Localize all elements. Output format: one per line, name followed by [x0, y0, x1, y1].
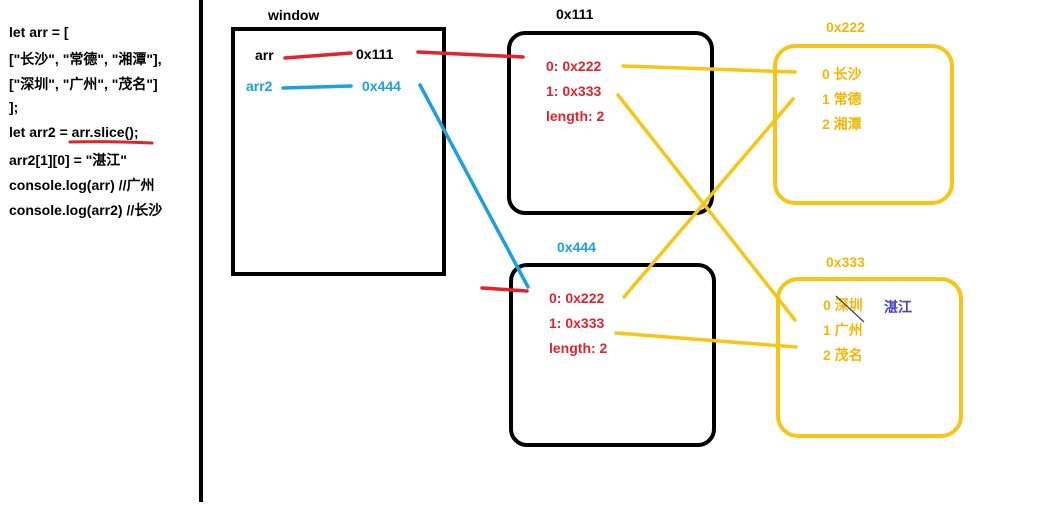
arr2-to-obj-444-line [418, 83, 530, 289]
code-line: let arr = [ [9, 24, 69, 40]
obj-444-address: 0x444 [557, 239, 596, 255]
obj-222-box [773, 44, 954, 205]
code-line: ]; [9, 99, 19, 115]
replacement-annotation: 湛江 [884, 299, 912, 315]
obj-222-item: 0 长沙 [822, 66, 862, 82]
arr-to-obj-111-line [416, 50, 525, 59]
code-line: console.log(arr2) //长沙 [9, 202, 163, 218]
code-line: console.log(arr) //广州 [9, 177, 155, 193]
obj-333-item: 1 广州 [823, 322, 863, 338]
obj-333-box [776, 277, 963, 438]
arr2-pointer-line [281, 84, 353, 90]
divider-line [199, 0, 203, 502]
code-line: ["长沙", "常德", "湘潭"], [9, 51, 162, 67]
obj-444-item: 0: 0x222 [549, 290, 605, 306]
arr-value: 0x111 [356, 46, 394, 62]
arr2-label: arr2 [246, 78, 273, 94]
obj-111-to-obj-222-line [621, 64, 797, 74]
obj-111-to-obj-333-line [616, 93, 797, 322]
obj-444-to-obj-333-line [614, 331, 798, 349]
obj-444-to-obj-222-line [622, 97, 795, 299]
obj-333-item: 2 茂名 [823, 347, 863, 363]
obj-111-item: 1: 0x333 [546, 83, 602, 99]
obj-444-box [509, 263, 716, 447]
code-line: let arr2 = arr.slice(); [9, 124, 139, 140]
obj-111-box [507, 31, 714, 215]
arr-pointer-line [283, 51, 353, 60]
obj-444-item: length: 2 [549, 340, 608, 356]
window-title: window [268, 7, 320, 23]
obj-222-item: 2 湘潭 [822, 116, 862, 132]
obj-333-item-struck: 0 深圳 [823, 297, 863, 313]
obj-111-item: length: 2 [546, 108, 605, 124]
red-underline [68, 140, 154, 145]
code-line: arr2[1][0] = "湛江" [9, 152, 127, 168]
obj-111-address: 0x111 [556, 6, 594, 22]
obj-333-address: 0x333 [826, 254, 865, 270]
strike-mark [835, 295, 865, 323]
arr-label: arr [255, 47, 274, 63]
arr2-value: 0x444 [362, 78, 401, 94]
obj-444-item: 1: 0x333 [549, 315, 605, 331]
red-pointer-stub [480, 286, 529, 293]
window-box [231, 27, 446, 276]
code-line: ["深圳", "广州", "茂名"] [9, 76, 158, 92]
obj-222-address: 0x222 [826, 19, 865, 35]
obj-222-item: 1 常德 [822, 91, 862, 107]
obj-111-item: 0: 0x222 [546, 58, 602, 74]
